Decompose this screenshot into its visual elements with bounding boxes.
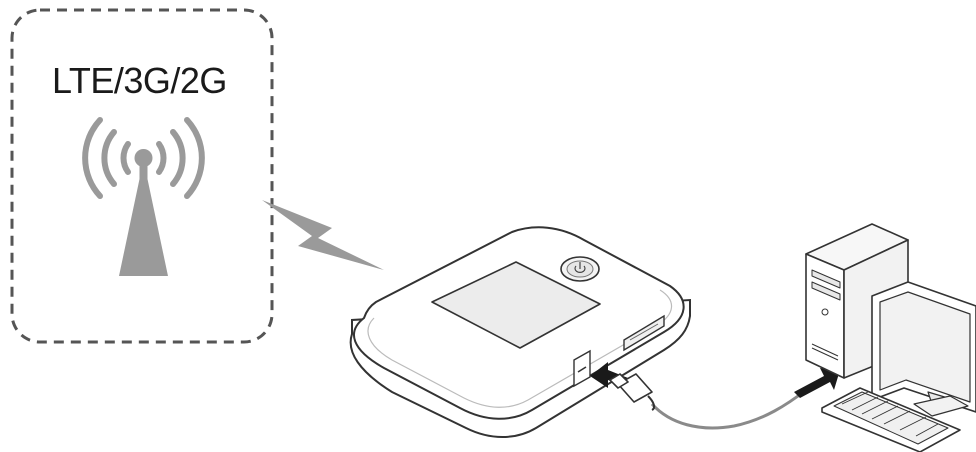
tower-mast	[139, 158, 148, 182]
tower-power-led	[821, 308, 829, 316]
tower-drive-bay-2	[811, 281, 841, 301]
tower-base	[119, 172, 168, 276]
tower-antenna-tip	[134, 149, 153, 167]
monitor-screen	[879, 291, 971, 403]
signal-wave-right-middle	[170, 129, 186, 187]
cell-tower-icon	[82, 117, 205, 276]
mobile-wifi-router	[349, 226, 691, 438]
computer-monitor	[871, 281, 976, 417]
signal-wave-left-outer	[82, 117, 103, 199]
signal-wave-right-inner	[156, 141, 167, 175]
usb-plug-strain-relief	[647, 395, 656, 411]
lightning-bolt-icon	[262, 200, 384, 270]
desktop-computer	[805, 223, 976, 452]
usb-cable-wire	[650, 388, 807, 430]
usb-plug-tip	[609, 373, 629, 389]
tower-grille	[811, 343, 839, 361]
power-icon	[574, 262, 586, 273]
network-type-label: LTE/3G/2G	[52, 60, 227, 101]
router-top-bevel	[367, 289, 673, 408]
signal-wave-right-outer	[184, 117, 205, 199]
router-side-slot	[623, 314, 665, 352]
usb-cable	[609, 373, 807, 430]
arrow-into-computer-icon	[794, 368, 840, 398]
monitor-base	[913, 395, 969, 417]
signal-wave-left-middle	[101, 129, 117, 187]
tower-drive-bay-1	[811, 269, 841, 289]
signal-wave-left-inner	[120, 141, 131, 175]
network-box	[10, 8, 274, 344]
power-button[interactable]	[560, 256, 600, 282]
keyboard-key-rows	[841, 391, 939, 437]
router-display-screen	[431, 261, 601, 349]
network-box-border	[10, 8, 274, 344]
router-usb-port	[573, 349, 591, 388]
computer-keyboard	[821, 387, 961, 452]
